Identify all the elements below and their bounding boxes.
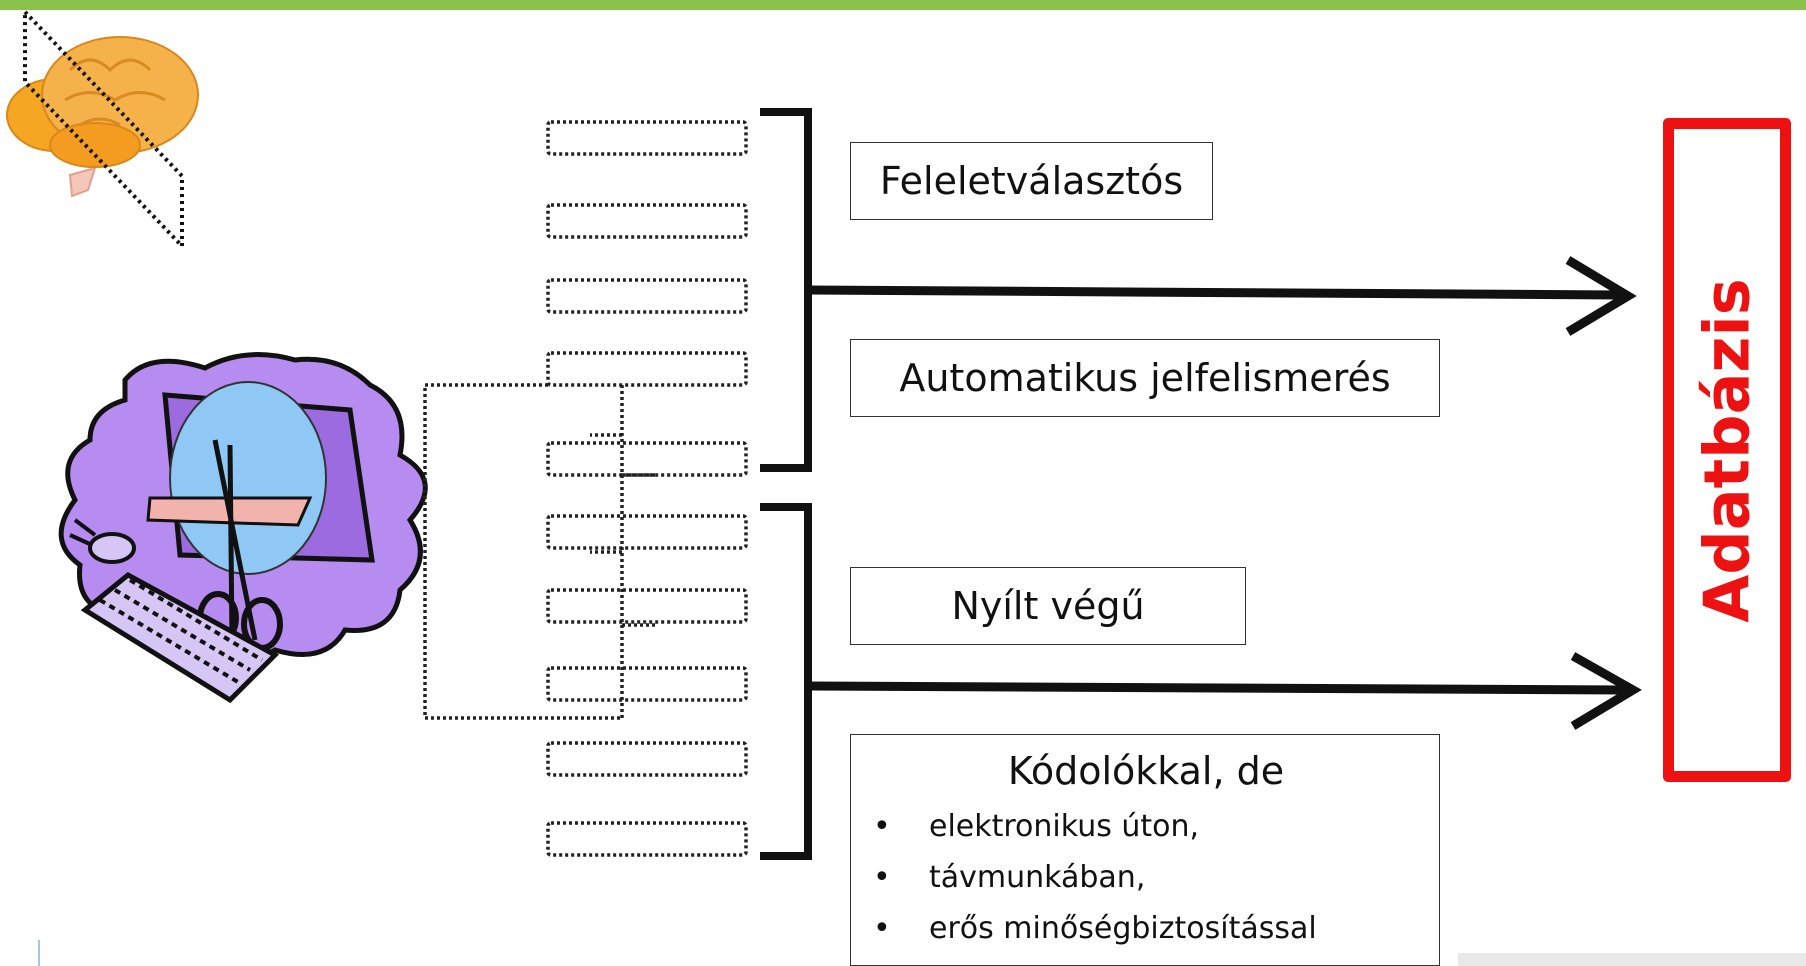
brain-icon — [6, 36, 199, 198]
box-ocr-label: Automatikus jelfelismerés — [899, 356, 1391, 400]
form-slot — [546, 351, 748, 387]
database-box: Adatbázis — [1663, 118, 1791, 782]
form-slot — [546, 741, 748, 777]
form-slot-column — [546, 120, 748, 857]
database-label: Adatbázis — [1690, 277, 1764, 623]
box-coders-list: elektronikus úton, távmunkában, erős min… — [873, 801, 1419, 954]
list-item: erős minőségbiztosítással — [873, 903, 1419, 954]
box-open-ended: Nyílt végű — [850, 567, 1246, 645]
arrow-lower — [807, 652, 1642, 730]
list-item: távmunkában, — [873, 852, 1419, 903]
form-slot — [546, 821, 748, 857]
top-accent-bar — [0, 0, 1806, 10]
bottom-footer-strip — [1458, 953, 1806, 966]
lower-brace — [760, 503, 822, 860]
box-multiple-choice: Feleletválasztós — [850, 142, 1213, 220]
box-coders: Kódolókkal, de elektronikus úton, távmun… — [850, 734, 1440, 966]
computer-scissors-clipart — [58, 352, 428, 704]
arrow-upper — [807, 256, 1637, 336]
brain-selection-outline — [23, 7, 184, 251]
box-ocr: Automatikus jelfelismerés — [850, 339, 1440, 417]
box-multiple-choice-label: Feleletválasztós — [879, 159, 1184, 203]
form-slot — [546, 666, 748, 702]
form-slot — [546, 120, 748, 156]
form-slot — [546, 441, 748, 477]
form-slot — [546, 203, 748, 239]
box-coders-heading: Kódolókkal, de — [1007, 749, 1285, 793]
form-slot — [546, 278, 748, 314]
form-slot — [546, 514, 748, 550]
form-slot — [546, 588, 748, 624]
box-open-ended-label: Nyílt végű — [951, 584, 1145, 628]
bottom-guide-line — [38, 940, 40, 966]
dotted-connector — [423, 383, 655, 720]
list-item: elektronikus úton, — [873, 801, 1419, 852]
